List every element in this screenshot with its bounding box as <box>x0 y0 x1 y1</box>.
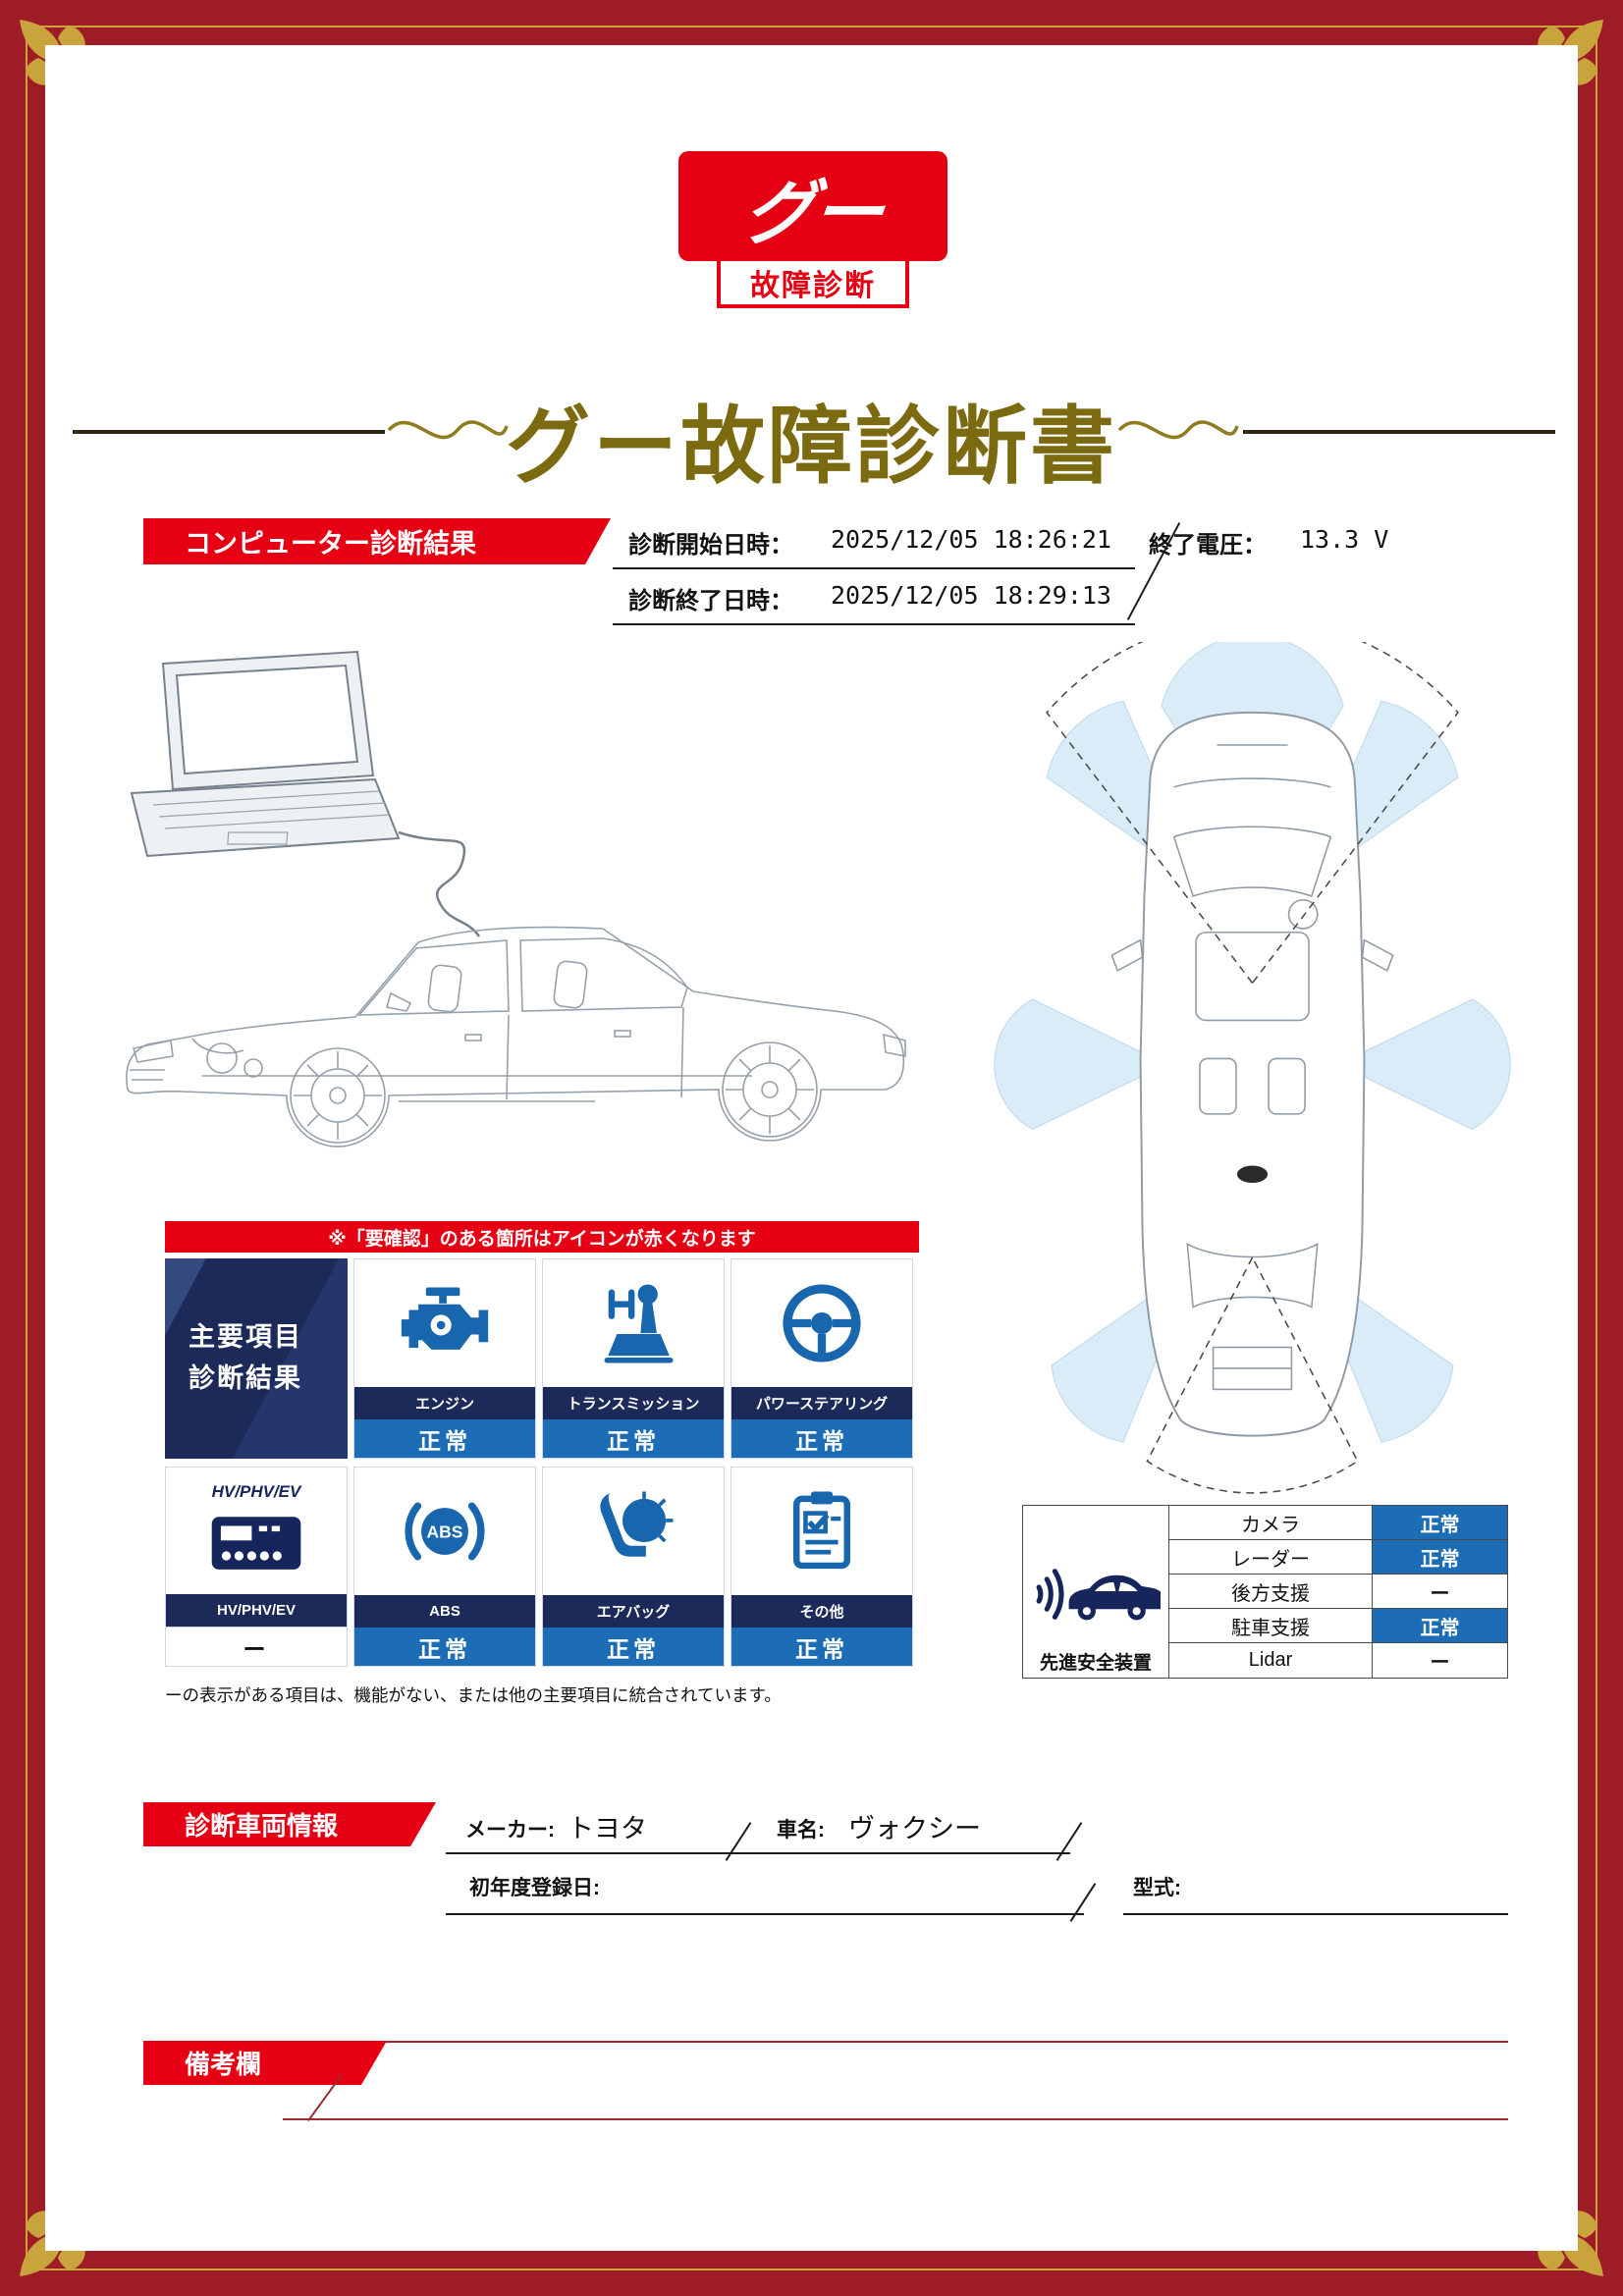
sensor-coverage-illustration <box>994 642 1511 1494</box>
safety-row-label: Lidar <box>1168 1643 1372 1678</box>
status-badge: 正常 <box>543 1419 724 1458</box>
page-title: グー故障診断書 <box>506 400 1117 494</box>
main-results-header-line2: 診断結果 <box>189 1363 302 1393</box>
safety-row-status: ー <box>1372 1575 1507 1609</box>
main-results-header-line1: 主要項目 <box>189 1322 302 1353</box>
vehicle-info-banner: 診断車両情報 <box>143 1802 436 1846</box>
title-flourish-icon <box>1117 420 1239 440</box>
safety-car-icon: 先進安全装置 <box>1023 1506 1168 1678</box>
car-diagnostic-illustration <box>126 650 906 1148</box>
first-registration-label: 初年度登録日: <box>469 1877 600 1899</box>
form-line <box>446 1913 1084 1915</box>
title-flourish-icon <box>387 420 509 440</box>
check-required-notice: ※「要確認」のある箇所はアイコンが赤くなります <box>165 1221 919 1253</box>
cell-label: トランスミッション <box>543 1387 724 1419</box>
status-badge: 正常 <box>731 1419 912 1458</box>
status-badge: 正常 <box>354 1419 535 1458</box>
remarks-line <box>385 2041 1508 2043</box>
diagnosis-cell-power-steering: パワーステアリング 正常 <box>730 1258 913 1459</box>
steering-wheel-icon <box>731 1259 912 1387</box>
form-line <box>1123 1913 1508 1915</box>
diagnosis-end-label: 診断終了日時： <box>628 588 793 614</box>
goo-logo-text: グー <box>738 174 886 253</box>
status-badge: 正常 <box>543 1628 724 1666</box>
airbag-icon <box>543 1468 724 1595</box>
safety-row-status: 正常 <box>1372 1540 1507 1575</box>
safety-row-status: ー <box>1372 1643 1507 1678</box>
status-badge: ー <box>166 1627 347 1666</box>
clipboard-check-icon <box>731 1468 912 1595</box>
cell-label: エアバッグ <box>543 1595 724 1628</box>
diagnosis-cell-other: その他 正常 <box>730 1467 913 1667</box>
transmission-icon <box>543 1259 724 1387</box>
engine-icon <box>354 1259 535 1387</box>
form-slash <box>1055 1822 1083 1861</box>
advanced-safety-table: 先進安全装置 カメラ 正常 レーダー 正常 後方支援 ー 駐車支援 正常 Lid… <box>1022 1505 1508 1679</box>
car-name-value: ヴォクシー <box>848 1814 981 1843</box>
cell-label: HV/PHV/EV <box>166 1594 347 1627</box>
safety-row-status: 正常 <box>1372 1609 1507 1643</box>
goo-logo-subtitle: 故障診断 <box>717 257 909 308</box>
end-voltage-label: 終了電圧： <box>1149 532 1267 559</box>
abs-icon: ABS <box>354 1468 535 1595</box>
status-badge: 正常 <box>354 1628 535 1666</box>
title-rule-left <box>73 430 385 434</box>
diagnosis-cell-transmission: トランスミッション 正常 <box>542 1258 725 1459</box>
maker-value: トヨタ <box>568 1814 647 1843</box>
safety-row-label: 後方支援 <box>1168 1575 1372 1609</box>
end-voltage-value: 13.3 V <box>1300 525 1389 554</box>
report-content: グー 故障診断 グー故障診断書 コンピューター診断結果 診断開始日時： 2025… <box>45 45 1578 2251</box>
car-name-label: 車名: <box>777 1819 825 1842</box>
remarks-line <box>283 2118 1508 2120</box>
safety-row-label: レーダー <box>1168 1540 1372 1575</box>
safety-caption: 先進安全装置 <box>1039 1653 1152 1674</box>
diagnosis-end-value: 2025/12/05 18:29:13 <box>831 581 1111 610</box>
title-rule-right <box>1243 430 1555 434</box>
cell-label: その他 <box>731 1595 912 1628</box>
hv-title: HV/PHV/EV <box>211 1481 301 1501</box>
remarks-banner: 備考欄 <box>143 2041 387 2085</box>
dash-footnote: ーの表示がある項目は、機能がない、または他の主要項目に統合されています。 <box>165 1685 782 1705</box>
diagnosis-cell-hv-phv-ev: HV/PHV/EV HV/PHV/EV ー <box>165 1467 348 1667</box>
diagnosis-start-label: 診断開始日時： <box>628 532 793 559</box>
gold-pinstripe-border <box>26 26 1597 2270</box>
main-results-header: 主要項目 診断結果 <box>165 1258 348 1459</box>
status-badge: 正常 <box>731 1628 912 1666</box>
form-line <box>613 567 1135 569</box>
safety-row-label: 駐車支援 <box>1168 1609 1372 1643</box>
cell-label: ABS <box>354 1595 535 1628</box>
form-slash <box>725 1822 752 1861</box>
form-line <box>446 1852 1070 1854</box>
diagnosis-start-value: 2025/12/05 18:26:21 <box>831 525 1111 554</box>
safety-row-status: 正常 <box>1372 1506 1507 1540</box>
diagnosis-cell-engine: エンジン 正常 <box>353 1258 536 1459</box>
form-line <box>613 623 1135 625</box>
goo-logo: グー <box>678 151 947 261</box>
svg-text:ABS: ABS <box>427 1522 463 1541</box>
form-slash <box>1069 1883 1097 1922</box>
computer-diagnosis-banner: コンピューター診断結果 <box>143 518 611 564</box>
maker-label: メーカー: <box>465 1819 555 1842</box>
diagnosis-cell-airbag: エアバッグ 正常 <box>542 1467 725 1667</box>
model-code-label: 型式: <box>1133 1877 1181 1899</box>
diagnosis-cell-abs: ABS ABS 正常 <box>353 1467 536 1667</box>
cell-label: パワーステアリング <box>731 1387 912 1419</box>
safety-row-label: カメラ <box>1168 1506 1372 1540</box>
hv-phv-ev-icon: HV/PHV/EV <box>166 1468 347 1594</box>
cell-label: エンジン <box>354 1387 535 1419</box>
